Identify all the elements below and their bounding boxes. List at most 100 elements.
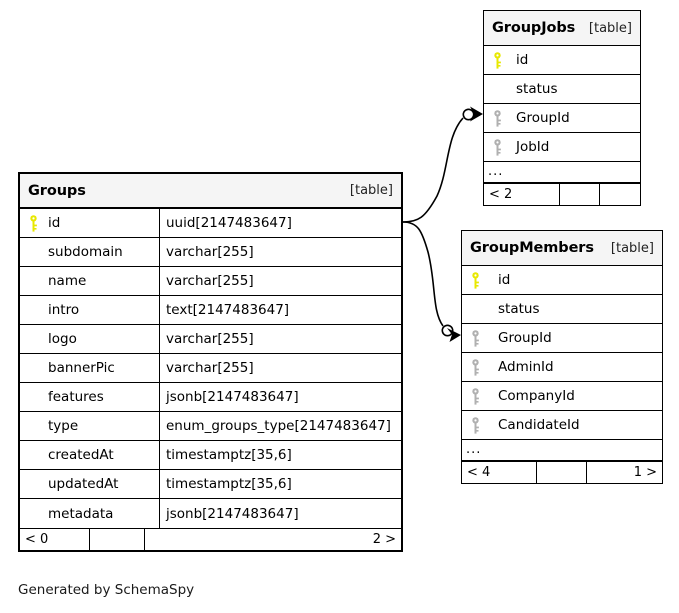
key-slot-empty (20, 296, 46, 324)
column-name: AdminId (498, 359, 554, 375)
column-name: name (48, 273, 87, 289)
table-groupjobs-kind: [table] (588, 20, 632, 36)
table-row[interactable]: bannerPic varchar[255] (20, 354, 401, 383)
column-type: varchar[255] (159, 325, 401, 353)
column-name: GroupId (498, 330, 552, 346)
table-row[interactable]: status (484, 75, 640, 104)
key-icon-primary (20, 209, 46, 237)
column-type: varchar[255] (159, 267, 401, 295)
key-icon-foreign (484, 133, 510, 161)
column-name: id (516, 52, 529, 68)
relationship-groups-groupjobs (402, 117, 464, 223)
key-slot-empty (20, 470, 46, 498)
column-type: uuid[2147483647] (159, 209, 401, 237)
footer-prev-relations[interactable]: < 0 (20, 529, 90, 550)
table-row[interactable]: GroupId (462, 324, 662, 353)
column-type: timestamptz[35,6] (159, 470, 401, 498)
footer-next-relations[interactable]: 2 > (372, 532, 396, 547)
key-icon-foreign (484, 104, 510, 132)
key-icon-foreign (462, 382, 488, 410)
footer-next-relations[interactable] (600, 184, 640, 205)
table-groups-footer: < 0 2 > (20, 528, 401, 550)
table-groupjobs[interactable]: GroupJobs [table] id status GroupId (483, 10, 641, 206)
relationship-groups-groupmembers (402, 221, 444, 327)
column-name: updatedAt (48, 476, 119, 492)
column-name: CompanyId (498, 388, 575, 404)
table-groupmembers-title: GroupMembers (470, 240, 594, 256)
table-row[interactable]: id (462, 266, 662, 295)
table-groupjobs-title: GroupJobs (492, 20, 576, 36)
column-name: id (48, 215, 61, 231)
table-groupmembers-kind: [table] (610, 240, 654, 256)
key-slot-empty (20, 499, 46, 528)
column-name: createdAt (48, 447, 114, 463)
relationship-groupmembers-zero-marker (441, 324, 454, 337)
table-groupmembers-header: GroupMembers [table] (462, 231, 662, 266)
table-groupmembers-more-columns: ... (462, 440, 662, 461)
column-name: id (498, 272, 511, 288)
table-groupjobs-header: GroupJobs [table] (484, 11, 640, 46)
table-groups-header: Groups [table] (20, 174, 401, 209)
table-groupmembers[interactable]: GroupMembers [table] id status GroupId (461, 230, 663, 484)
table-groupjobs-more-columns: ... (484, 162, 640, 183)
table-row[interactable]: name varchar[255] (20, 267, 401, 296)
generated-by-note: Generated by SchemaSpy (18, 582, 195, 598)
table-row[interactable]: id uuid[2147483647] (20, 209, 401, 238)
table-groupjobs-rows: id status GroupId JobId ... (484, 46, 640, 183)
table-row[interactable]: updatedAt timestamptz[35,6] (20, 470, 401, 499)
column-name: bannerPic (48, 360, 115, 376)
footer-middle (560, 184, 600, 205)
key-slot-empty (20, 325, 46, 353)
table-row[interactable]: subdomain varchar[255] (20, 238, 401, 267)
relationship-groupmembers-arrowhead (447, 328, 461, 342)
table-row[interactable]: CompanyId (462, 382, 662, 411)
table-groups[interactable]: Groups [table] id uuid[2147483647] subdo… (18, 172, 403, 552)
column-name: logo (48, 331, 77, 347)
table-row[interactable]: GroupId (484, 104, 640, 133)
table-groupmembers-rows: id status GroupId AdminId (462, 266, 662, 461)
key-slot-empty (20, 441, 46, 469)
table-row[interactable]: CandidateId (462, 411, 662, 440)
table-row[interactable]: features jsonb[2147483647] (20, 383, 401, 412)
table-row[interactable]: intro text[2147483647] (20, 296, 401, 325)
column-type: enum_groups_type[2147483647] (159, 412, 401, 440)
column-name: JobId (516, 139, 550, 155)
column-type: jsonb[2147483647] (159, 383, 401, 411)
column-type: text[2147483647] (159, 296, 401, 324)
column-type: timestamptz[35,6] (159, 441, 401, 469)
column-name: CandidateId (498, 417, 580, 433)
key-slot-empty (20, 354, 46, 382)
table-row[interactable]: logo varchar[255] (20, 325, 401, 354)
column-type: varchar[255] (159, 354, 401, 382)
column-name: subdomain (48, 244, 123, 260)
table-row[interactable]: AdminId (462, 353, 662, 382)
key-icon-foreign (462, 324, 488, 352)
footer-next-relations[interactable]: 1 > (633, 465, 657, 480)
table-row[interactable]: JobId (484, 133, 640, 162)
table-row[interactable]: id (484, 46, 640, 75)
footer-prev-relations[interactable]: < 4 (462, 462, 537, 483)
column-type: jsonb[2147483647] (159, 499, 401, 528)
table-row[interactable]: createdAt timestamptz[35,6] (20, 441, 401, 470)
key-slot-empty (20, 238, 46, 266)
footer-prev-relations[interactable]: < 2 (484, 184, 560, 205)
key-slot-empty (20, 383, 46, 411)
key-icon-primary (462, 266, 488, 294)
table-row[interactable]: status (462, 295, 662, 324)
table-groupmembers-footer: < 4 1 > (462, 461, 662, 483)
column-name: status (498, 301, 540, 317)
table-row[interactable]: type enum_groups_type[2147483647] (20, 412, 401, 441)
footer-middle (90, 529, 145, 550)
key-icon-primary (484, 46, 510, 74)
table-groups-kind: [table] (349, 183, 393, 198)
relationship-groupjobs-zero-marker (462, 108, 475, 121)
key-slot-empty (20, 412, 46, 440)
key-slot-empty (462, 295, 488, 323)
key-slot-empty (484, 75, 510, 103)
column-name: type (48, 418, 79, 434)
table-row[interactable]: metadata jsonb[2147483647] (20, 499, 401, 528)
relationship-groupjobs-arrowhead (470, 106, 483, 122)
table-groupjobs-footer: < 2 (484, 183, 640, 205)
table-groups-title: Groups (28, 182, 86, 199)
key-slot-empty (20, 267, 46, 295)
